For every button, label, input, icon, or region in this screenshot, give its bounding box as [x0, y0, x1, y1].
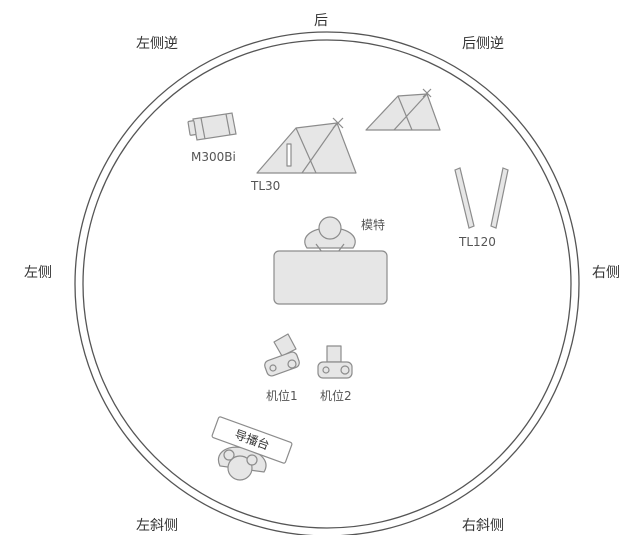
camera-1-icon: [264, 333, 300, 377]
label-m300bi: M300Bi: [191, 150, 236, 164]
m300bi-light-icon: [187, 112, 237, 141]
label-model: 模特: [361, 217, 385, 232]
direction-right: 右侧: [592, 265, 620, 281]
table-icon: [273, 250, 388, 305]
tl120-light-icon: [454, 167, 509, 229]
tl30-light-icon: [256, 117, 357, 174]
direction-back: 后: [314, 13, 328, 29]
camera-2-icon: [317, 345, 353, 379]
director-operator-icon: [217, 446, 267, 481]
inner-ring: [82, 39, 572, 529]
direction-right-front: 右斜侧: [462, 518, 504, 534]
label-camera-1: 机位1: [266, 388, 298, 403]
label-tl30: TL30: [250, 179, 280, 193]
direction-left-back: 左侧逆: [136, 36, 178, 52]
back-tent-light-icon: [365, 88, 441, 131]
direction-left: 左侧: [24, 265, 52, 281]
label-camera-2: 机位2: [320, 388, 352, 403]
direction-left-front: 左斜侧: [136, 518, 178, 534]
label-tl120: TL120: [458, 235, 496, 249]
outer-ring: [74, 31, 580, 535]
direction-right-back: 后侧逆: [462, 36, 504, 52]
model-figure-icon: [304, 216, 356, 253]
